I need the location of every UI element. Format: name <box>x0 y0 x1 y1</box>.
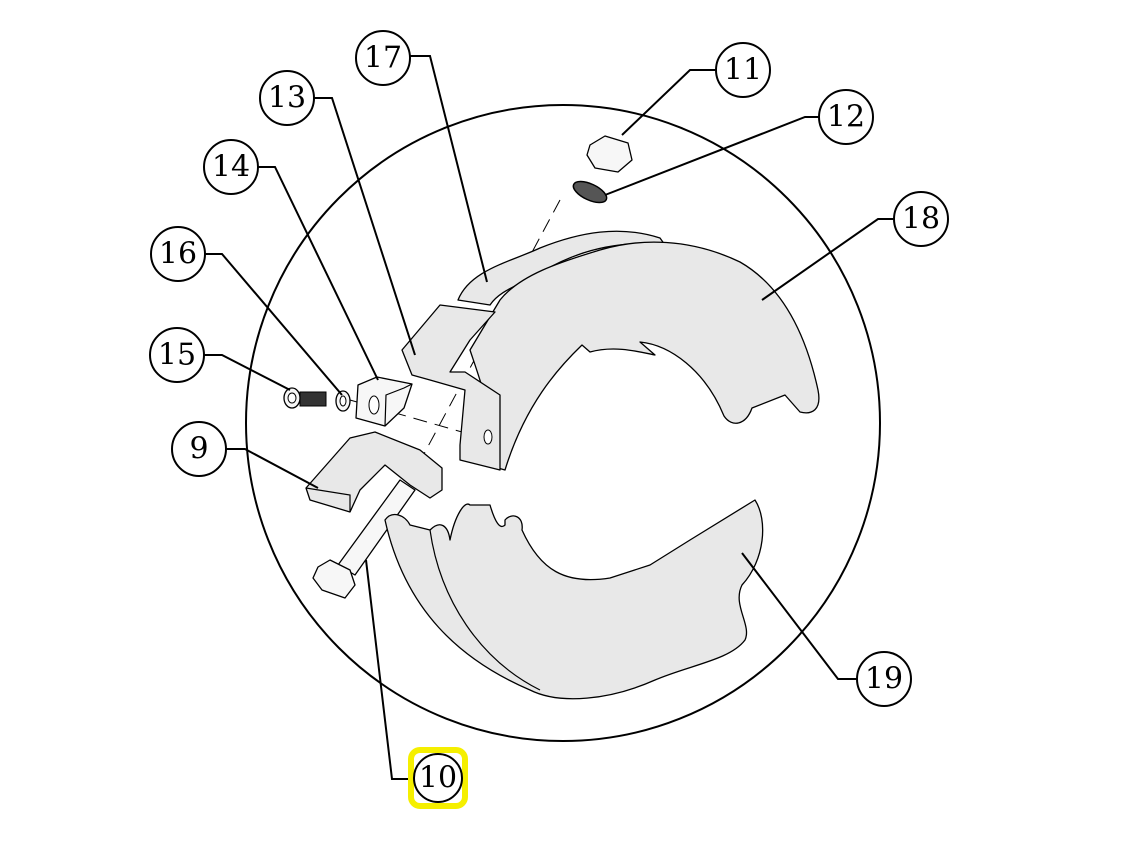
part-15-set-screw[interactable] <box>283 387 327 409</box>
part-13-clamp-arm[interactable] <box>401 304 501 471</box>
callout-17[interactable]: 17 <box>355 30 411 86</box>
callout-14[interactable]: 14 <box>203 139 259 195</box>
callout-label: 13 <box>268 81 306 116</box>
leader-line-16 <box>205 253 343 396</box>
callout-label: 19 <box>865 662 903 697</box>
part-14-block[interactable] <box>355 376 413 427</box>
callout-label: 9 <box>189 432 208 467</box>
leader-line-14 <box>258 166 379 381</box>
callout-label: 17 <box>364 41 402 76</box>
callout-label: 16 <box>159 237 197 272</box>
callout-label: 12 <box>827 100 865 135</box>
leader-line-9 <box>226 448 319 489</box>
detail-circle <box>245 104 881 742</box>
callout-18[interactable]: 18 <box>893 191 949 247</box>
callout-13[interactable]: 13 <box>259 70 315 126</box>
leader-line-15 <box>204 354 291 391</box>
leader-line-10 <box>365 559 411 780</box>
callout-label: 18 <box>902 202 940 237</box>
callout-15[interactable]: 15 <box>149 327 205 383</box>
leader-line-13 <box>314 97 416 356</box>
callout-9[interactable]: 9 <box>171 421 227 477</box>
part-9-lower-clamp[interactable] <box>305 431 443 513</box>
bolt-hole <box>483 429 493 445</box>
part-11-nut[interactable] <box>586 135 633 173</box>
callout-10[interactable]: 10 <box>413 753 463 803</box>
leader-line-12 <box>604 116 819 196</box>
part-19-lower-shoe[interactable] <box>384 499 764 700</box>
part-10-bolt[interactable] <box>312 479 416 599</box>
leader-line-17 <box>410 55 488 283</box>
callout-label: 11 <box>724 53 762 88</box>
part-12-washer[interactable] <box>570 177 609 207</box>
callout-11[interactable]: 11 <box>715 42 771 98</box>
part-18-upper-shoe[interactable] <box>469 241 820 471</box>
block-hole <box>368 395 380 415</box>
leader-line-18 <box>761 218 894 301</box>
leader-line-11 <box>621 69 716 136</box>
callout-19[interactable]: 19 <box>856 651 912 707</box>
callout-12[interactable]: 12 <box>818 89 874 145</box>
callout-label: 14 <box>212 150 250 185</box>
callout-16[interactable]: 16 <box>150 226 206 282</box>
callout-label: 10 <box>419 761 457 796</box>
leader-line-19 <box>741 552 857 680</box>
callout-label: 15 <box>158 338 196 373</box>
